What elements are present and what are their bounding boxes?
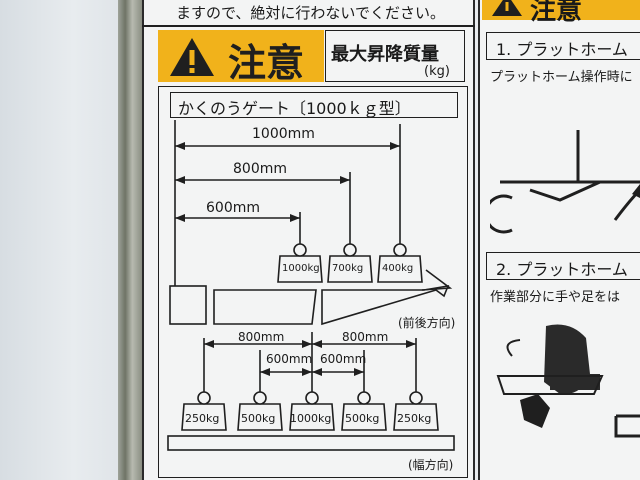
max-load-unit: (kg) — [424, 64, 450, 79]
dim-label-1000: 1000mm — [252, 126, 315, 142]
max-load-heading: 最大昇降質量 — [331, 44, 439, 65]
weight-label-400: 400kg — [382, 263, 414, 274]
right-caution-band — [482, 0, 640, 20]
max-load-box — [325, 30, 465, 82]
panel-seam — [118, 0, 142, 480]
weight-label-700: 700kg — [332, 263, 364, 274]
right-caution-label — [478, 0, 640, 480]
gate-type-box — [170, 92, 458, 118]
step2-box — [486, 252, 640, 280]
width-dim-600-right: 600mm — [320, 352, 367, 366]
width-dim-600-left: 600mm — [266, 352, 313, 366]
weight-label-1000: 1000kg — [282, 263, 320, 274]
dim-label-800: 800mm — [233, 161, 287, 177]
width-diagram — [167, 332, 455, 451]
front-back-diagram — [169, 120, 453, 326]
right-caution-title: 注意 — [530, 0, 583, 26]
width-weight-500-right: 500kg — [345, 412, 380, 425]
warning-triangle-icon — [168, 36, 216, 82]
direction-front-back: (前後方向) — [398, 316, 456, 330]
step2-heading: 2. プラットホーム — [496, 260, 628, 279]
hand-pinch-illustration — [496, 324, 640, 438]
right-warning-triangle-icon — [490, 0, 524, 22]
width-dim-800-right: 800mm — [342, 330, 389, 344]
top-note: ますので、絶対に行わないでください。 — [176, 4, 445, 22]
width-dim-800-left: 800mm — [238, 330, 285, 344]
diagram-frame — [158, 86, 468, 478]
step1-box — [486, 32, 640, 60]
width-weight-250-right: 250kg — [397, 412, 432, 425]
top-rule — [142, 25, 475, 27]
truck-body-panel — [0, 0, 122, 480]
width-weight-500-left: 500kg — [241, 412, 276, 425]
platform-illustration-1 — [490, 130, 640, 234]
caution-title: 注意 — [228, 41, 305, 85]
width-weight-1000: 1000kg — [290, 412, 332, 425]
direction-width: (幅方向) — [408, 458, 454, 472]
step1-heading: 1. プラットホーム — [496, 40, 628, 59]
step2-text: 作業部分に手や足をは — [490, 290, 621, 305]
step1-text: プラットホーム操作時に — [490, 70, 633, 85]
width-weight-250-left: 250kg — [185, 412, 220, 425]
gate-type: かくのうゲート〔1000ｋｇ型〕 — [178, 99, 411, 118]
dim-label-600: 600mm — [206, 200, 260, 216]
